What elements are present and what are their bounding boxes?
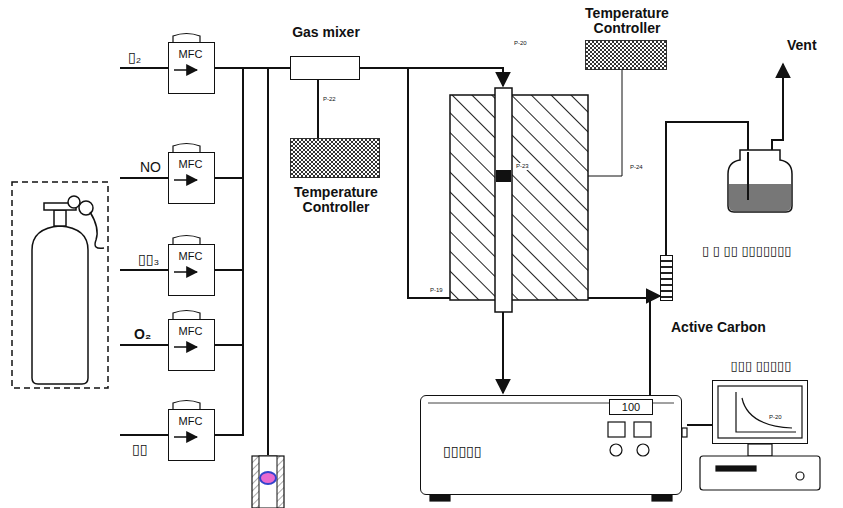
gas-label: ▯▯₃	[138, 252, 159, 267]
temperature-controller: Temperature Controller	[290, 138, 380, 178]
gas-label: O₂	[134, 327, 151, 342]
mfc-box: MFC	[168, 244, 215, 296]
part-tag: P-20	[514, 40, 527, 47]
analyzer-panel	[428, 403, 687, 501]
temperature-controller: Temperature Controller	[585, 40, 667, 70]
gas-mixer: Gas mixer	[290, 56, 360, 80]
absorption-bottle	[728, 150, 792, 212]
mfc-box: MFC	[168, 42, 215, 94]
part-tag: P-20	[768, 414, 783, 421]
flow-arrow	[174, 179, 197, 181]
node-label: MFC	[170, 48, 211, 60]
gas-cylinder	[12, 182, 108, 388]
gas-pipe	[650, 296, 660, 395]
mfc-box: MFC	[168, 409, 215, 461]
mfc-cap	[173, 236, 200, 245]
reactor-furnace	[450, 88, 588, 312]
node-label: Active Carbon	[671, 320, 781, 335]
gas-label: Vent	[787, 38, 817, 53]
gas-label: ▯₂	[128, 50, 141, 65]
gas-label: NO	[140, 160, 161, 175]
outlet-line	[502, 312, 504, 393]
bubbler	[252, 456, 284, 508]
gas-line	[120, 67, 168, 69]
display-reading: 100	[609, 399, 653, 415]
node-label: ▯▯▯ ▯▯▯▯▯	[709, 359, 813, 373]
mfc-cap	[173, 311, 200, 320]
mfc-cap	[173, 401, 200, 410]
mfc-box: MFC	[168, 319, 215, 371]
part-tag: P-22	[323, 96, 336, 103]
node-label: MFC	[170, 250, 211, 262]
part-tag: P-24	[630, 164, 643, 171]
feed-line	[360, 68, 503, 86]
gas-label: ▯ ▯ ▯▯ ▯▯▯▯▯▯▯	[702, 244, 792, 258]
gas-pipe	[215, 68, 290, 345]
mfc-cap	[173, 34, 200, 43]
gas-pipe	[215, 68, 290, 178]
gas-line	[120, 177, 168, 179]
node-label: Temperature Controller	[276, 185, 396, 216]
gas-pipe	[215, 68, 290, 270]
gas-pipe	[687, 424, 712, 426]
flow-arrow	[174, 436, 197, 438]
gas-line	[120, 269, 168, 271]
part-tag: P-23	[515, 163, 530, 170]
flow-arrow	[174, 69, 197, 71]
node-label: ▯▯▯▯▯	[443, 444, 563, 459]
node-label: Gas mixer	[276, 25, 376, 40]
node-label: MFC	[170, 158, 211, 170]
gas-pipe	[317, 80, 319, 138]
node-label: Temperature Controller	[567, 6, 687, 37]
computer-monitor: ▯▯▯ ▯▯▯▯▯	[712, 380, 808, 444]
gas-pipe	[215, 68, 290, 435]
node-label: MFC	[170, 325, 211, 337]
gas-label: ▯▯	[132, 442, 147, 457]
gas-analyzer: ▯▯▯▯▯ 100	[420, 395, 682, 495]
node-label: MFC	[170, 415, 211, 427]
gas-line	[120, 434, 168, 436]
active-carbon: Active Carbon	[660, 255, 673, 301]
mfc-box: MFC	[168, 152, 215, 204]
mfc-cap	[173, 144, 200, 153]
vent-line	[772, 64, 783, 152]
computer	[700, 386, 820, 490]
flow-arrow	[174, 346, 197, 348]
part-tag: P-19	[430, 287, 443, 294]
gas-line	[120, 344, 168, 346]
vapour-line	[267, 68, 269, 455]
flow-arrow	[174, 271, 197, 273]
